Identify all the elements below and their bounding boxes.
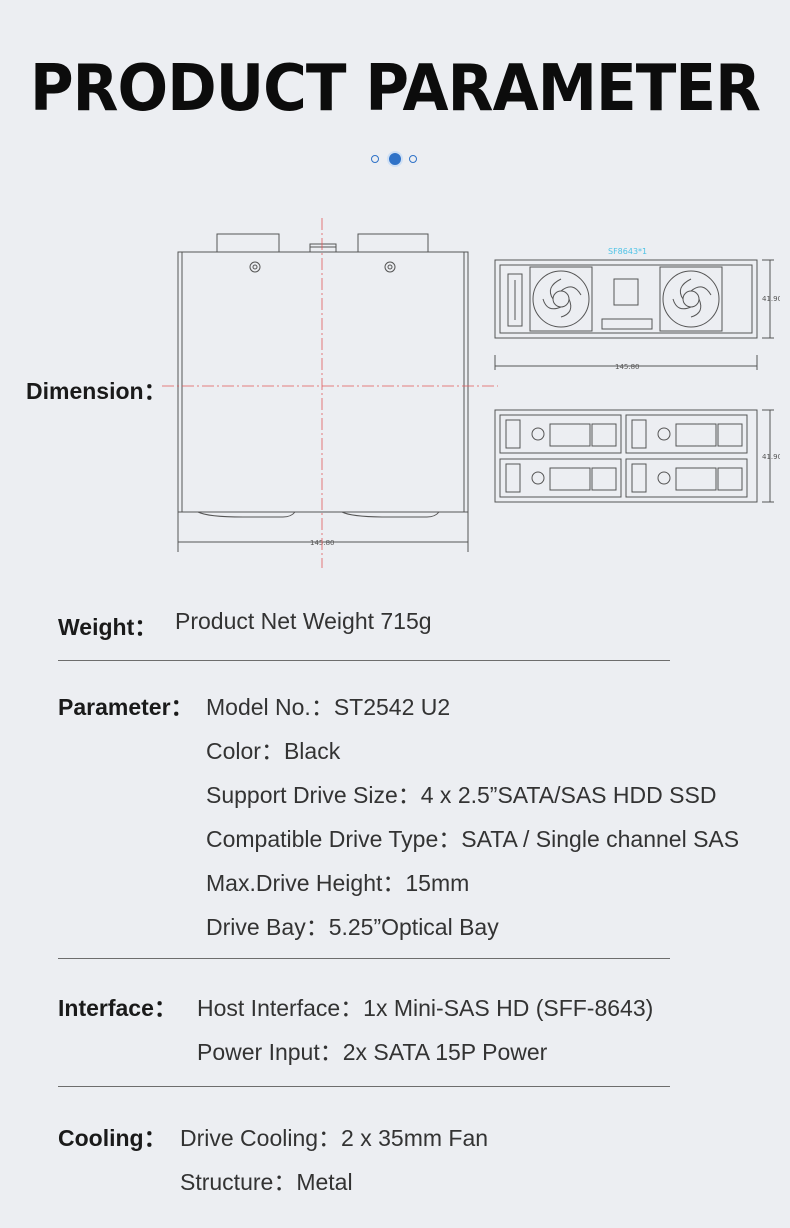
interface-host: Host Interface：1x Mini-SAS HD (SFF-8643)	[197, 995, 654, 1021]
cooling-structure: Structure：Metal	[180, 1169, 353, 1195]
page-title: PRODUCT PARAMETER	[29, 52, 761, 126]
dimension-drawing: 145.80 SF8643*1 145.80 41.90	[162, 218, 780, 568]
parameter-drive-type: Compatible Drive Type：SATA / Single chan…	[206, 826, 740, 852]
side-height-dimension: 41.90	[762, 295, 780, 303]
divider	[58, 660, 670, 661]
interface-power: Power Input：2x SATA 15P Power	[197, 1039, 548, 1065]
rear-view	[494, 259, 774, 370]
divider	[58, 958, 670, 959]
parameter-model: Model No.：ST2542 U2	[206, 694, 451, 720]
pager-dot[interactable]	[371, 155, 379, 163]
pager-dot-active[interactable]	[389, 153, 401, 165]
parameter-color: Color：Black	[206, 738, 341, 764]
parameter-drive-height: Max.Drive Height：15mm	[206, 870, 470, 896]
tray-front-view	[494, 409, 774, 503]
top-height-dimension: 41.90	[762, 453, 780, 461]
parameter-drive-size: Support Drive Size：4 x 2.5”SATA/SAS HDD …	[206, 782, 717, 808]
interface-label: Interface：	[58, 995, 177, 1021]
pager-dot[interactable]	[409, 155, 417, 163]
connector-label: SF8643*1	[608, 247, 647, 256]
cooling-fan: Drive Cooling：2 x 35mm Fan	[180, 1125, 489, 1151]
front-view	[177, 233, 469, 552]
cooling-label: Cooling：	[58, 1125, 167, 1151]
parameter-label: Parameter：	[58, 694, 194, 720]
side-width-dimension: 145.80	[615, 363, 640, 371]
weight-value: Product Net Weight 715g	[175, 608, 432, 634]
parameter-drive-bay: Drive Bay：5.25”Optical Bay	[206, 914, 499, 940]
divider	[58, 1086, 670, 1087]
weight-label: Weight：	[58, 614, 158, 640]
dimension-label: Dimension：	[26, 378, 167, 404]
carousel-pager[interactable]	[369, 153, 421, 165]
